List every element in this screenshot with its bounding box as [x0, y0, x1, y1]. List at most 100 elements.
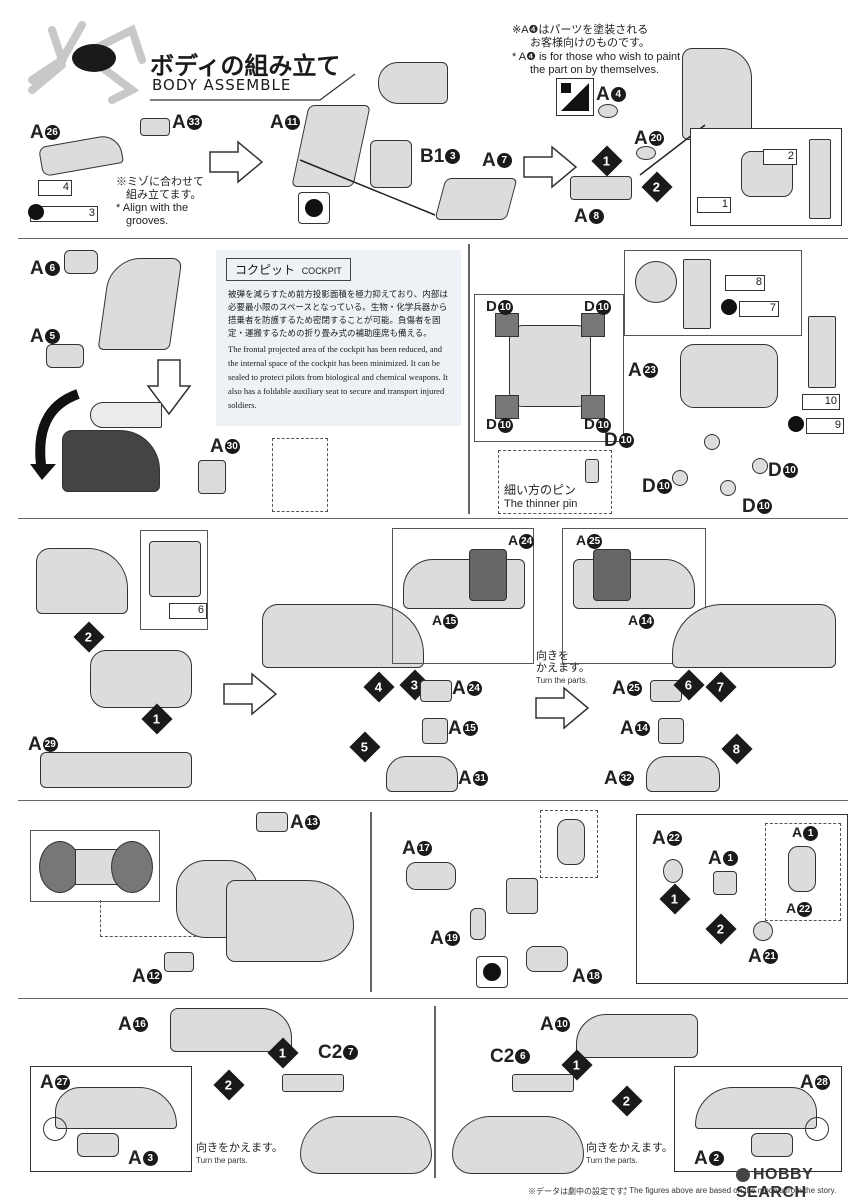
part-c26	[512, 1074, 574, 1092]
groove-note-en1: * Align with the	[116, 202, 189, 214]
paint-note-jp2: お客様向けのものです。	[530, 37, 650, 49]
part-a18	[526, 946, 568, 972]
part-d10	[672, 470, 688, 486]
turn-jp-2: かえます。	[536, 662, 590, 674]
part-a5	[46, 344, 84, 368]
sticker-8: 8	[725, 275, 765, 291]
footer-note-en: * The figures above are based on the mod…	[624, 1186, 837, 1195]
part-a31	[386, 756, 458, 792]
next-arrow-icon	[535, 686, 590, 730]
turn-jp-left: 向きをかえます。	[196, 1142, 283, 1154]
part-left-pod	[300, 1116, 432, 1174]
part-a10	[576, 1014, 698, 1058]
part-a17	[406, 862, 456, 890]
part-a32	[646, 756, 720, 792]
part-d10	[720, 480, 736, 496]
section-title-jp: ボディの組み立て	[150, 52, 341, 80]
part-body-left	[262, 604, 424, 668]
part-body-assembled	[226, 880, 354, 962]
detail-box-a28	[674, 1066, 842, 1172]
detail-box-a1	[636, 814, 848, 984]
detail-box-a30	[272, 438, 328, 512]
sticker-1: 1	[697, 197, 731, 213]
watermark: HOBBY SEARCH	[736, 1166, 813, 1201]
mecha-silhouette-icon	[28, 21, 146, 104]
step-2: 2	[213, 1069, 245, 1101]
part-a16	[170, 1008, 292, 1052]
detail-box-right	[562, 528, 706, 664]
thin-pin-en: The thinner pin	[504, 498, 578, 510]
turn-en: Turn the parts.	[536, 676, 588, 685]
part-a30	[198, 460, 226, 494]
part-cockpit-assembled	[36, 548, 128, 614]
part-a12	[164, 952, 194, 972]
paint-note-jp1: ※A❹はパーツを塗装される	[512, 24, 649, 36]
part-a33	[140, 118, 170, 136]
part-a20	[636, 146, 656, 160]
part-b13	[370, 140, 412, 188]
part-a8	[570, 176, 632, 200]
detail-box-d10	[474, 294, 624, 442]
paint-icon	[556, 78, 594, 116]
part-a23	[680, 344, 778, 408]
part-a6	[64, 250, 98, 274]
sticker-10: 10	[802, 394, 840, 410]
sticker-2: 2	[763, 149, 797, 165]
cockpit-title-jp: コクピット	[235, 263, 296, 277]
part-a13	[256, 812, 288, 832]
part-cockpit-frame	[97, 258, 183, 350]
cement-icon	[476, 956, 508, 988]
turn-en-left: Turn the parts.	[196, 1156, 248, 1165]
groove-note-jp2: 組み立てます。	[126, 189, 202, 201]
next-arrow-icon	[209, 140, 264, 184]
step-2: 2	[73, 621, 105, 653]
section-title-en: BODY ASSEMBLE	[152, 76, 292, 94]
marking-icon	[28, 204, 44, 220]
step-8: 8	[721, 733, 753, 765]
part-joint	[506, 878, 538, 914]
part-side-panel	[808, 316, 836, 388]
part-a19	[470, 908, 486, 940]
turn-jp-right: 向きをかえます。	[586, 1142, 673, 1154]
part-wing	[378, 62, 448, 104]
part-d10	[752, 458, 768, 474]
down-arrow-icon	[146, 359, 192, 416]
step-1: 1	[591, 145, 623, 177]
part-right-pod	[452, 1116, 584, 1174]
step-7: 7	[705, 671, 737, 703]
part-a29	[40, 752, 192, 788]
paint-note-en1: * A❹ is for those who wish to paint	[512, 51, 681, 63]
